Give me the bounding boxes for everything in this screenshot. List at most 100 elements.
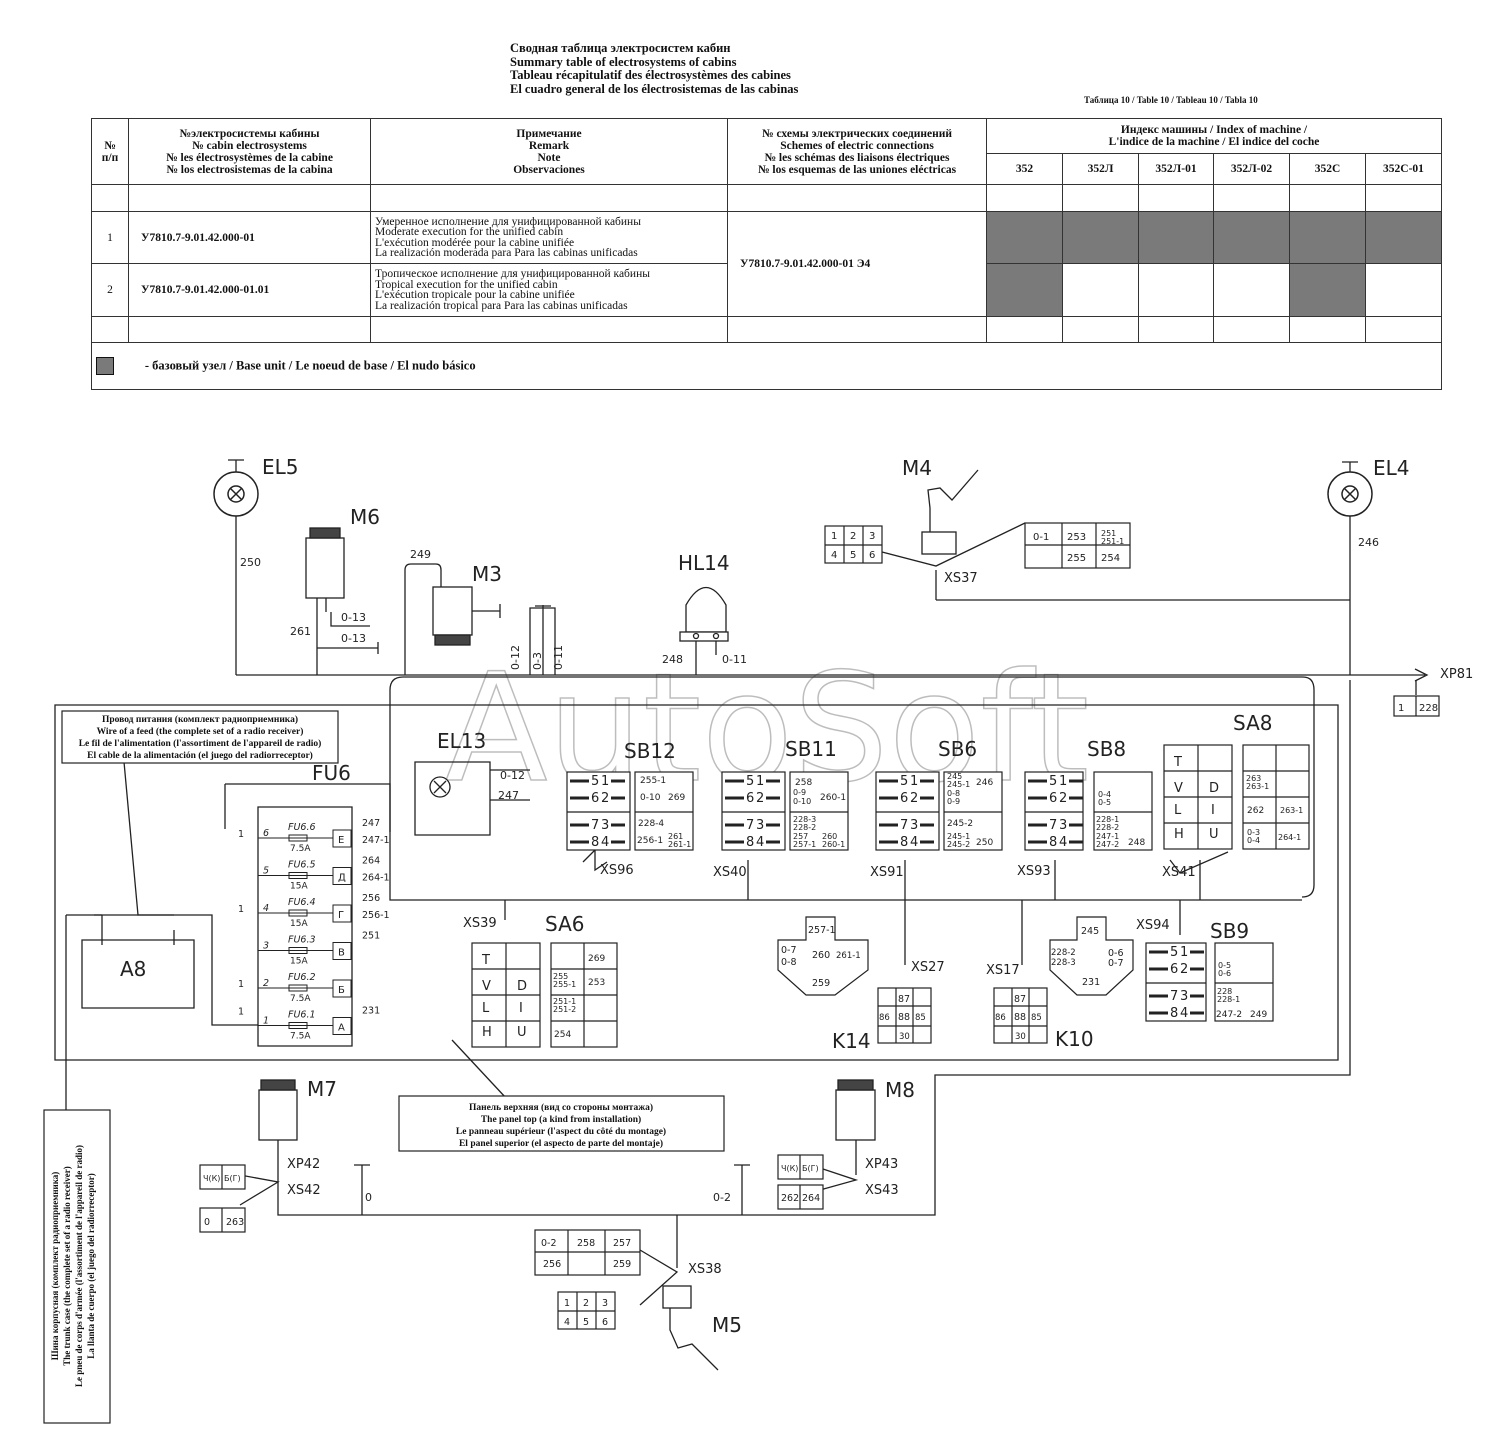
pin: 245-2 [947,840,970,849]
fuse-slot: 5 [263,866,269,877]
switch-pos: 7 [1049,818,1057,833]
pin: 6 [869,550,875,561]
pin: Б(Г) [802,1164,819,1173]
switch-letter: U [1209,827,1219,842]
pin: 263 [226,1217,244,1228]
switch-pos: 3 [601,818,609,833]
pin: 251-2 [553,1005,576,1014]
pin: 258 [577,1238,595,1249]
label-xs27: XS27 [911,960,945,975]
switch-pos: 1 [1180,945,1188,960]
connector-boxes [199,522,1440,1330]
label-m3: M3 [472,562,502,586]
pin: 245 [1081,926,1099,937]
switch-pos: 5 [591,774,599,789]
switch-pos: 8 [1049,835,1057,850]
pin: 4 [564,1317,570,1328]
switch-pos: 8 [746,835,754,850]
model-352l-01: 352Л-01 [1138,153,1214,185]
pin: 231 [1082,977,1100,988]
pin: 245-1 [947,780,970,789]
switch-letter: I [519,1001,523,1016]
pin: 257-1 [793,840,816,849]
label-xp42: XP42 [287,1157,320,1172]
label-sa6: SA6 [545,912,584,936]
pin: 5 [583,1317,589,1328]
pin: 30 [899,1032,910,1042]
pin: 85 [1031,1013,1042,1023]
switch-pos: 4 [756,835,764,850]
note-radio-ru: Провод питания (комплект радиоприемника) [102,714,298,725]
pin: 85 [915,1013,926,1023]
switch-pos: 4 [1180,1006,1188,1021]
motor-m8 [835,1079,876,1141]
pin: 245-2 [947,819,973,829]
switch-pos: 4 [910,835,918,850]
label-xs93: XS93 [1017,864,1051,879]
base-cell [1138,211,1214,264]
switch-letter: V [482,979,491,994]
switch-pos: 3 [1059,818,1067,833]
motor-m6 [305,527,345,599]
note-ground-ru: Шина корпусная (комплект радиоприемника) [50,1172,60,1361]
pin: 0-8 [781,957,797,968]
pin: 255 [1067,553,1086,564]
fuse-wire-label: 264 [362,856,380,867]
base-cell [1062,211,1139,264]
wire-0-12: 0-12 [509,645,522,670]
scheme-code: У7810.7-9.01.42.000-01 Э4 [727,211,987,317]
fuse-name: FU6.1 [288,1010,316,1021]
fuse-rating: 15A [290,919,308,929]
pin: 87 [1014,994,1026,1005]
switch-pos: 2 [756,791,764,806]
table-row: 1 У7810.7-9.01.42.000-01 Умеренное испол… [91,211,1442,317]
legend-swatch [96,357,114,375]
wire-246: 246 [1358,536,1379,549]
switch-pos: 6 [746,791,754,806]
switch-pos: 1 [1059,774,1067,789]
row-remark: Тропическое исполнение для унифицированн… [370,263,728,317]
legend-row: - базовый узел / Base unit / Le noeud de… [91,342,1442,390]
xs37-pins: 1 2 3 4 5 6 0-1 253 251 251-1 255 254 [831,529,1124,564]
fuse-terminal [332,867,352,885]
pin: 228-2 [793,823,816,832]
wire-0-13b: 0-13 [341,632,366,645]
pin: 254 [554,1030,571,1040]
fuse-letter: Д [338,873,346,884]
pin: 253 [588,978,605,988]
switch-pos: 3 [756,818,764,833]
fuse-slot: 3 [263,941,269,952]
switch-pos: 6 [591,791,599,806]
pin: 255-1 [553,980,576,989]
label-sb11: SB11 [785,737,837,761]
pin: 0-1 [1033,532,1049,543]
legend-text: - базовый узел / Base unit / Le noeud de… [144,358,476,373]
switch-pos: 7 [591,818,599,833]
switch-pos: 2 [1180,962,1188,977]
label-el5: EL5 [262,455,299,479]
pin: 259 [812,978,830,989]
pin: 0-9 [793,788,806,797]
label-fu6: FU6 [312,761,351,785]
label-xs17: XS17 [986,963,1020,978]
label-xs38: XS38 [688,1262,722,1277]
pin: 1 [564,1298,570,1309]
fuse-terminal [332,829,352,848]
pin: 88 [898,1012,910,1023]
switch-letter: V [1174,781,1183,796]
base-cell [986,263,1063,317]
pin: 255 [553,972,568,981]
fuse-wire-label: 256 [362,893,380,904]
switch-pos: 2 [910,791,918,806]
pin: 0-8 [947,789,960,798]
pin: 228 [1217,987,1232,996]
spacer-row [91,184,1442,212]
pin: 88 [1014,1012,1026,1023]
pin: 228-2 [1051,948,1076,958]
pin: 247-2 [1216,1010,1242,1020]
switch-pos: 5 [746,774,754,789]
fuse-feed: 1 [238,904,244,915]
pin: 257-1 [808,925,836,936]
